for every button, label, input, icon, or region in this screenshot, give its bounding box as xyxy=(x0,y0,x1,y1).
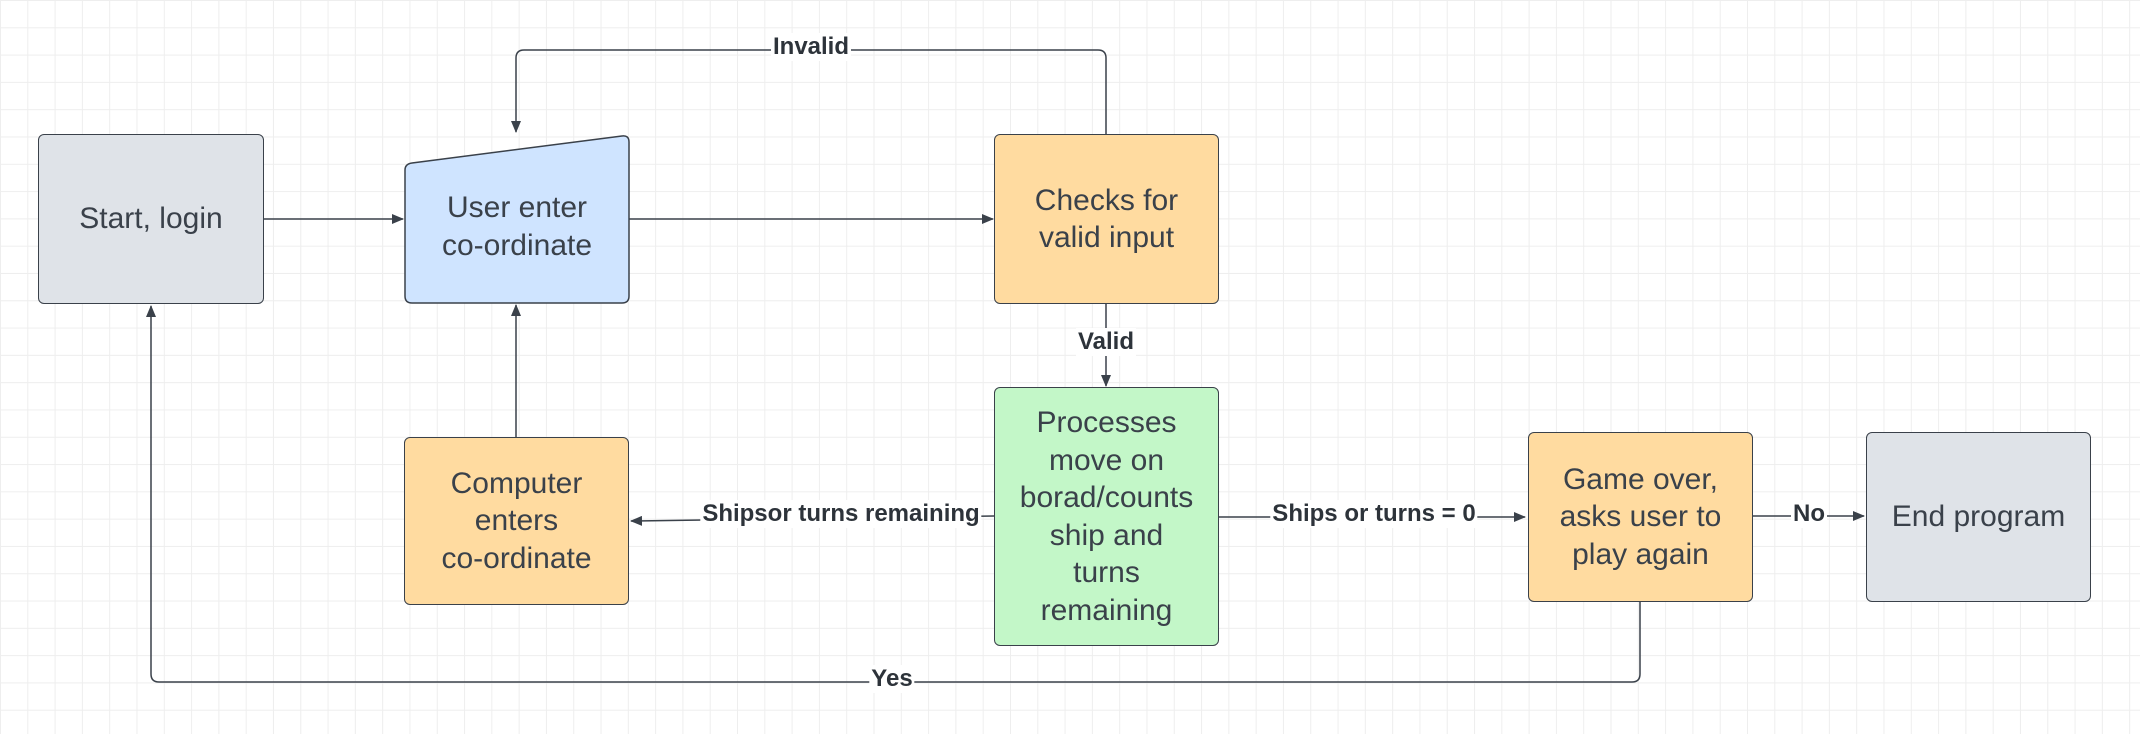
edge-label-no: No xyxy=(1791,500,1827,528)
node-end-program-label: End program xyxy=(1891,500,2066,534)
node-computer-enters[interactable]: Computer enters co-ordinate xyxy=(404,437,629,605)
node-start-login-label: Start, login xyxy=(79,202,223,236)
node-check-valid[interactable]: Checks for valid input xyxy=(994,134,1219,304)
node-user-enter-label: User enter co-ordinate xyxy=(441,191,593,262)
node-end-program[interactable]: End program xyxy=(1866,432,2091,602)
node-process-move[interactable]: Processes move on borad/counts ship and … xyxy=(994,387,1219,646)
node-process-move-label: Processes move on borad/counts ship and … xyxy=(1019,406,1194,627)
edge-label-invalid: Invalid xyxy=(770,33,852,61)
edge-yes xyxy=(146,305,1641,683)
node-game-over-label: Game over, asks user to play again xyxy=(1559,462,1722,571)
edge-label-ships-zero: Ships or turns = 0 xyxy=(1270,500,1478,528)
node-game-over[interactable]: Game over, asks user to play again xyxy=(1528,432,1753,602)
node-check-valid-label: Checks for valid input xyxy=(1034,183,1179,255)
node-start-login[interactable]: Start, login xyxy=(38,134,264,304)
user-enter-shape xyxy=(404,135,630,304)
edge-label-valid: Valid xyxy=(1075,328,1137,356)
edge-label-yes: Yes xyxy=(869,665,915,693)
edge-invalid xyxy=(511,49,1107,134)
edge-label-ships-remaining: Shipsor turns remaining xyxy=(700,500,982,528)
node-user-enter[interactable]: User enter co-ordinate xyxy=(405,150,629,303)
node-computer-enters-label: Computer enters co-ordinate xyxy=(441,466,592,575)
